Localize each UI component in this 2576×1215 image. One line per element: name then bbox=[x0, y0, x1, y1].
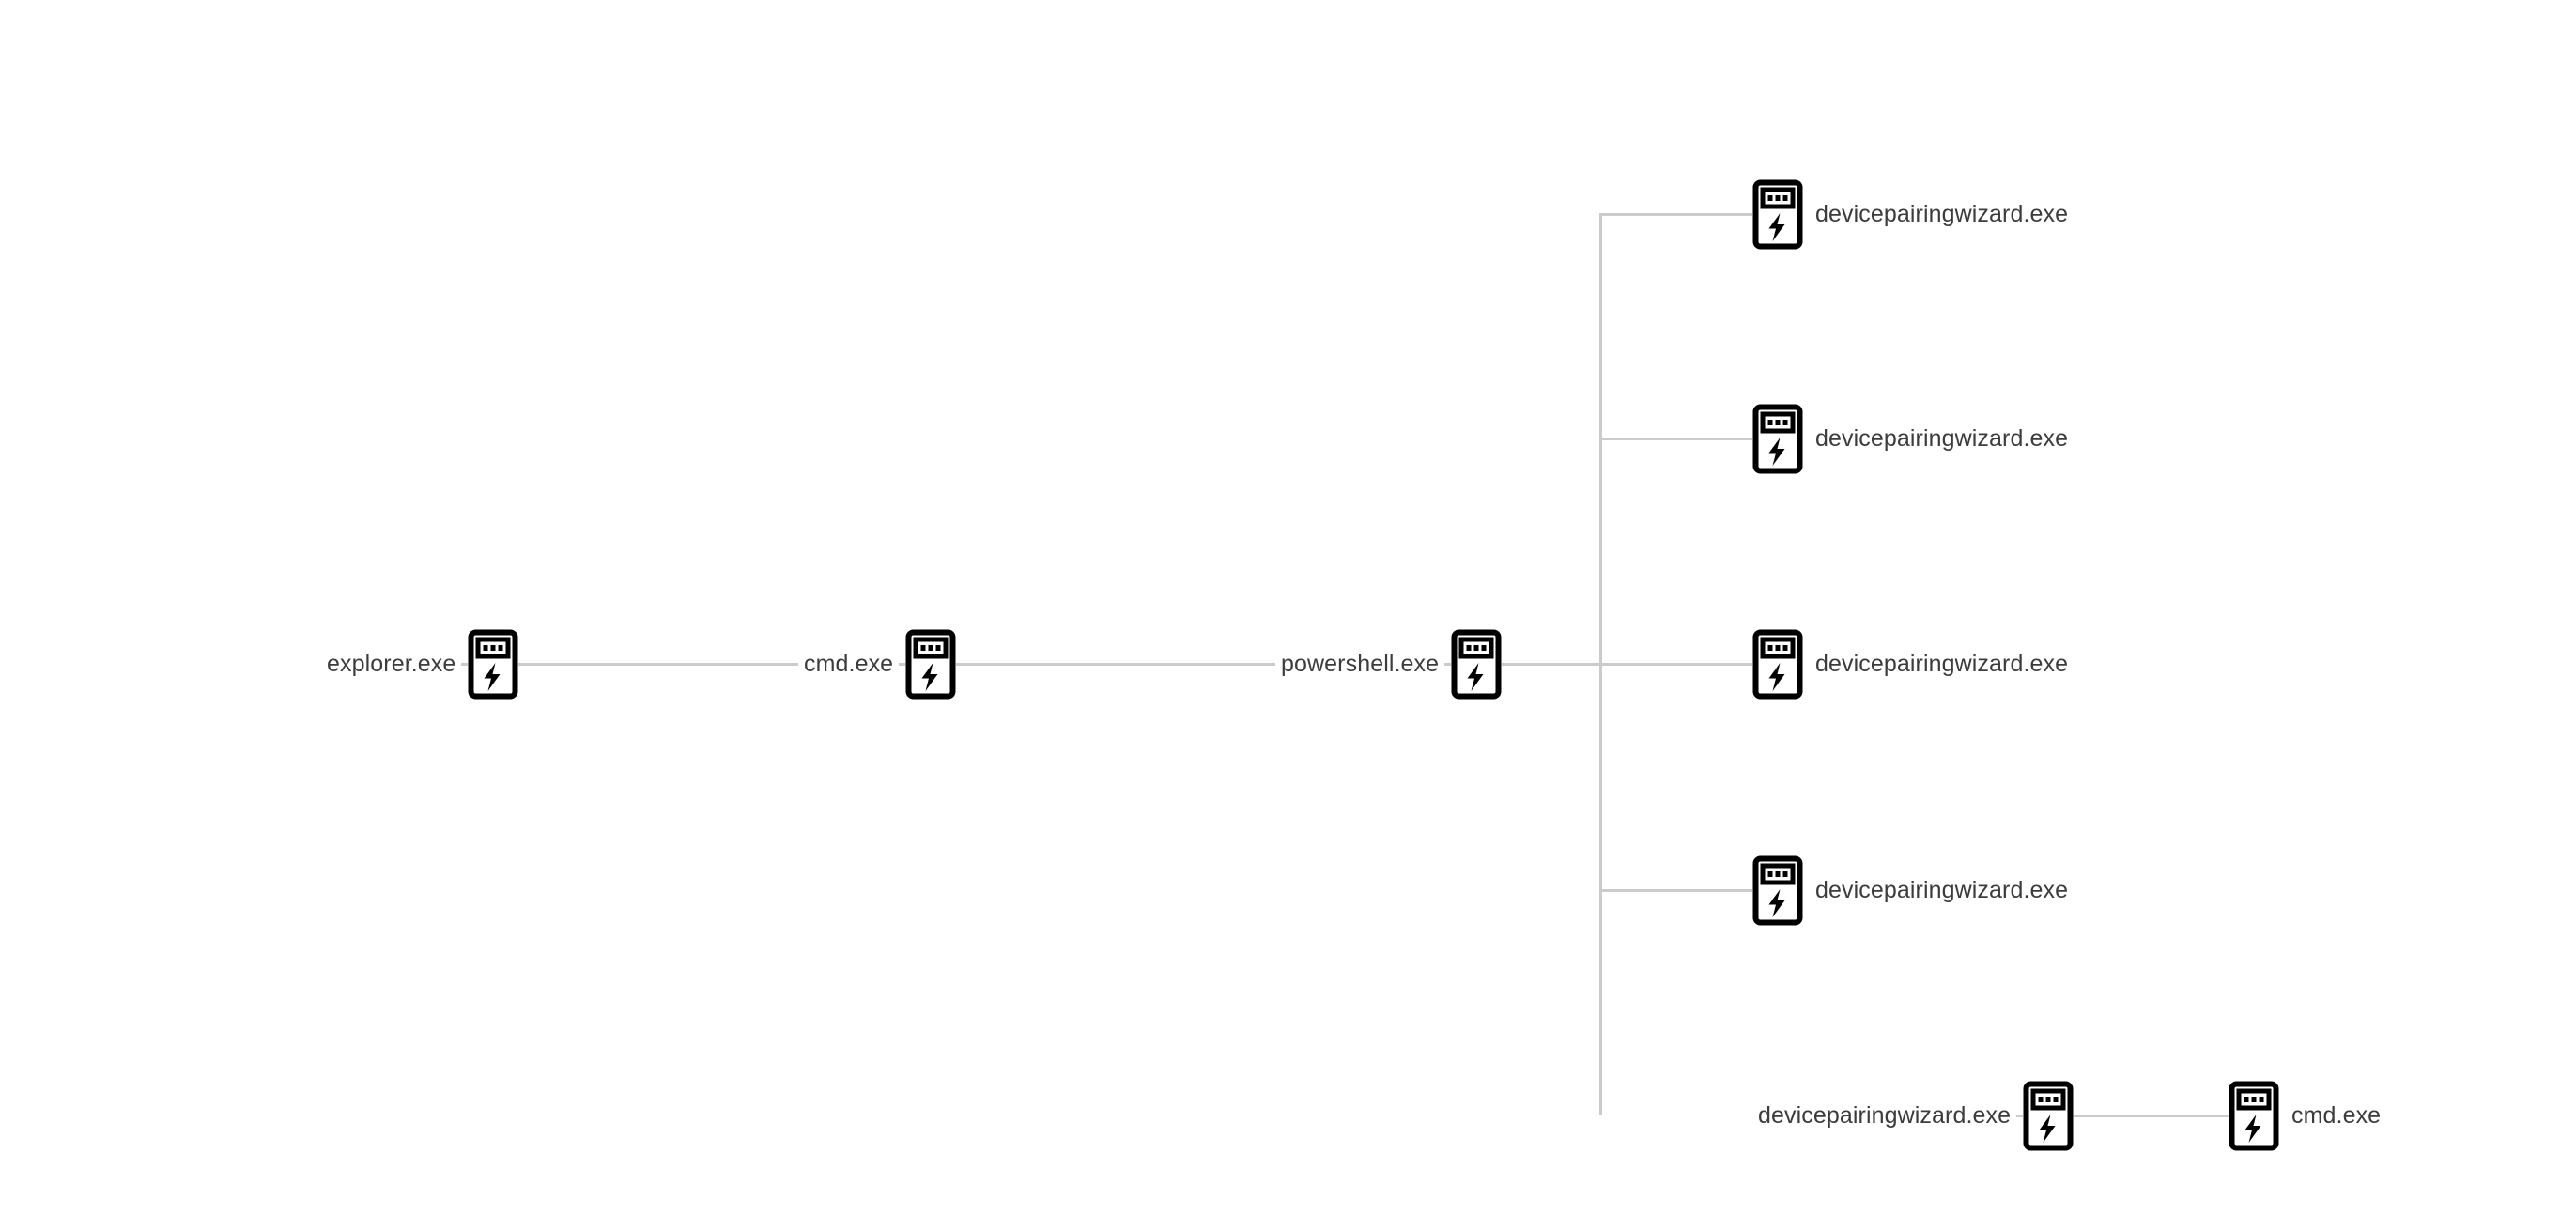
process-exe-icon bbox=[2229, 1081, 2279, 1151]
process-node-devicepairingwizard-4[interactable]: devicepairingwizard.exe bbox=[1752, 855, 2075, 926]
process-node-cmd-2[interactable]: cmd.exe bbox=[2229, 1081, 2387, 1151]
edge-explorer-to-cmd bbox=[347, 663, 824, 666]
process-exe-icon bbox=[1752, 855, 1803, 926]
process-node-label: devicepairingwizard.exe bbox=[1810, 650, 2075, 679]
process-icon-wrap bbox=[1752, 179, 1803, 250]
process-node-label: devicepairingwizard.exe bbox=[1810, 876, 2075, 905]
edge-trunk-to-dpw2 bbox=[1599, 438, 1778, 440]
process-node-label: devicepairingwizard.exe bbox=[1752, 1101, 2017, 1130]
process-exe-icon bbox=[1451, 629, 1503, 700]
process-icon-wrap bbox=[2023, 1081, 2075, 1151]
process-icon-wrap bbox=[1451, 629, 1503, 700]
process-exe-icon bbox=[2023, 1081, 2075, 1151]
process-node-cmd-1[interactable]: cmd.exe bbox=[798, 629, 957, 700]
process-node-powershell[interactable]: powershell.exe bbox=[1275, 629, 1503, 700]
edge-cmd-to-powershell bbox=[824, 663, 1301, 666]
process-icon-wrap bbox=[1752, 855, 1803, 926]
process-icon-wrap bbox=[2229, 1081, 2279, 1151]
edge-powershell-to-trunk bbox=[1301, 663, 1601, 666]
process-node-devicepairingwizard-1[interactable]: devicepairingwizard.exe bbox=[1752, 179, 2075, 250]
process-node-explorer[interactable]: explorer.exe bbox=[321, 629, 519, 700]
process-icon-wrap bbox=[468, 629, 519, 700]
process-exe-icon bbox=[1752, 179, 1803, 250]
process-icon-wrap bbox=[905, 629, 957, 700]
process-node-devicepairingwizard-3[interactable]: devicepairingwizard.exe bbox=[1752, 629, 2075, 700]
process-exe-icon bbox=[905, 629, 957, 700]
process-node-label: explorer.exe bbox=[321, 650, 462, 679]
process-node-label: cmd.exe bbox=[2286, 1101, 2387, 1130]
edge-trunk-to-dpw4 bbox=[1599, 889, 1778, 892]
process-icon-wrap bbox=[1752, 404, 1803, 474]
edge-trunk-to-dpw1 bbox=[1599, 213, 1778, 216]
process-exe-icon bbox=[468, 629, 519, 700]
process-node-label: powershell.exe bbox=[1275, 650, 1445, 679]
process-exe-icon bbox=[1752, 629, 1803, 700]
process-node-label: devicepairingwizard.exe bbox=[1810, 200, 2075, 229]
process-icon-wrap bbox=[1752, 629, 1803, 700]
process-node-label: devicepairingwizard.exe bbox=[1810, 424, 2075, 454]
process-node-devicepairingwizard-2[interactable]: devicepairingwizard.exe bbox=[1752, 404, 2075, 474]
edge-trunk-to-dpw3 bbox=[1599, 663, 1778, 666]
process-node-devicepairingwizard-5[interactable]: devicepairingwizard.exe bbox=[1752, 1081, 2075, 1151]
process-exe-icon bbox=[1752, 404, 1803, 474]
process-node-label: cmd.exe bbox=[798, 650, 900, 679]
